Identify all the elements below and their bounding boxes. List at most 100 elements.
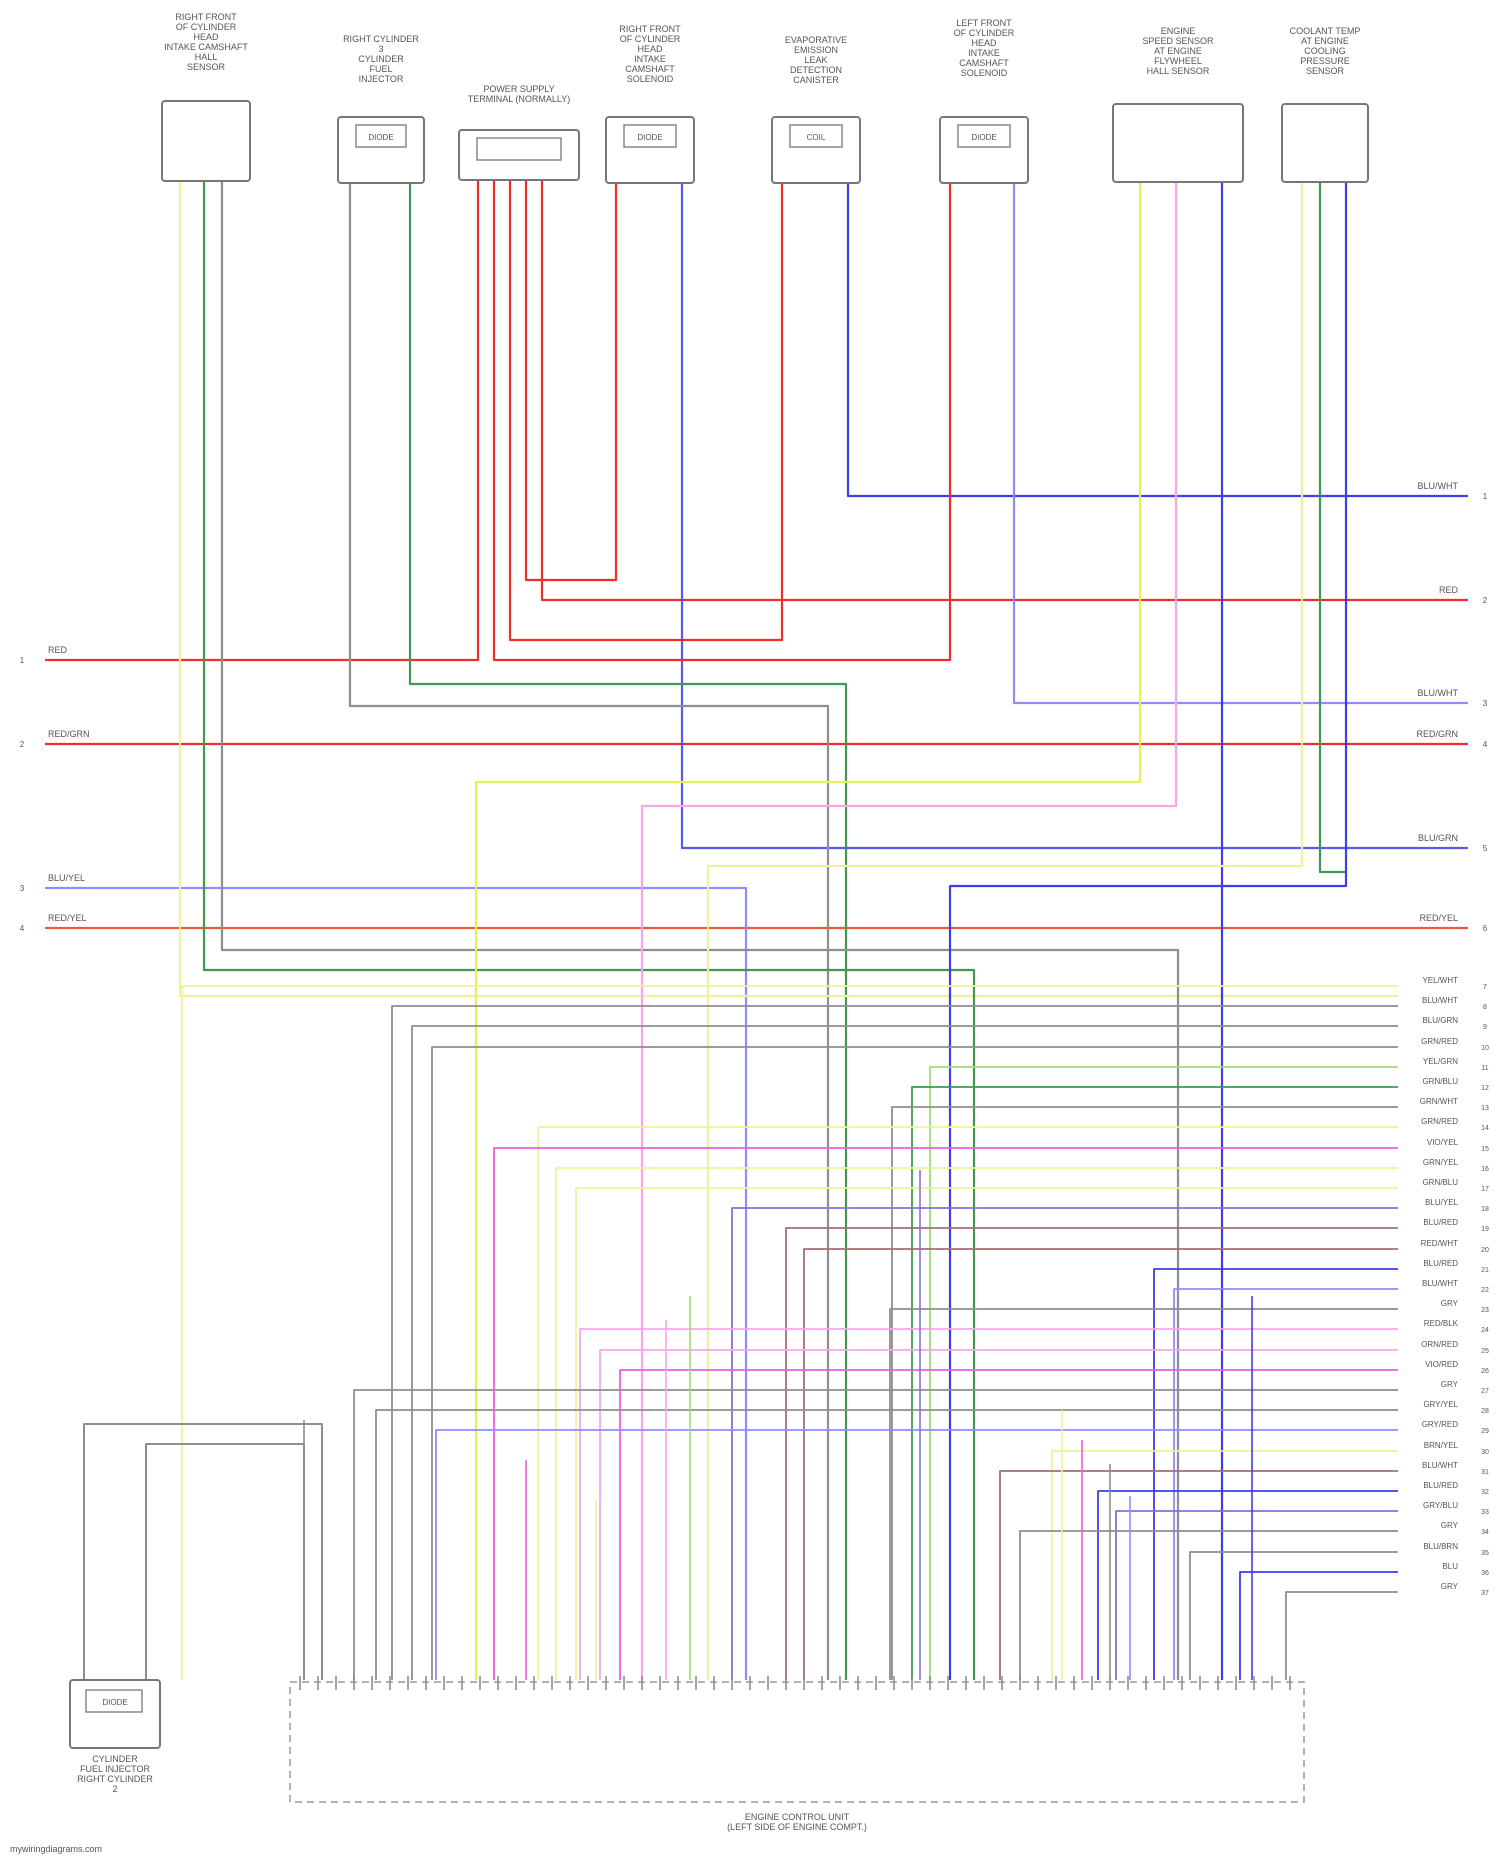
wire-bus-14 <box>538 1127 1398 1680</box>
component-7-box <box>1113 104 1243 182</box>
bus-num-25: 25 <box>1481 1348 1489 1355</box>
wire-bus-20 <box>804 1249 1398 1680</box>
right-wire-num-1: 1 <box>1483 492 1488 501</box>
right-wire-num-4: 4 <box>1483 740 1488 749</box>
bus-label-26: VIO/RED <box>1425 1360 1458 1369</box>
bus-num-17: 17 <box>1481 1186 1489 1193</box>
right-wire-label-6: RED/YEL <box>1419 913 1458 923</box>
bus-num-33: 33 <box>1481 1509 1489 1516</box>
bus-label-9: BLU/GRN <box>1422 1016 1458 1025</box>
bus-num-23: 23 <box>1481 1307 1489 1314</box>
left-wire-label-2: RED/GRN <box>48 729 90 739</box>
bus-num-31: 31 <box>1481 1469 1489 1476</box>
bus-num-19: 19 <box>1481 1226 1489 1233</box>
bus-label-12: GRN/BLU <box>1422 1077 1458 1086</box>
cylinder-injector-label: CYLINDERFUEL INJECTORRIGHT CYLINDER2 <box>77 1754 153 1794</box>
bus-label-25: ORN/RED <box>1421 1340 1458 1349</box>
right-wire-label-1: BLU/WHT <box>1418 481 1459 491</box>
bus-label-23: GRY <box>1441 1299 1459 1308</box>
bus-num-34: 34 <box>1481 1529 1489 1536</box>
bus-num-22: 22 <box>1481 1287 1489 1294</box>
bus-label-30: BRN/YEL <box>1424 1441 1459 1450</box>
wire-bus-36 <box>1240 1572 1398 1680</box>
bus-num-32: 32 <box>1481 1489 1489 1496</box>
wire-blu-grn-5 <box>682 178 1468 848</box>
bus-label-27: GRY <box>1441 1380 1459 1389</box>
bus-label-17: GRN/BLU <box>1422 1178 1458 1187</box>
bus-label-15: VIO/YEL <box>1427 1138 1459 1147</box>
bus-label-28: GRY/YEL <box>1423 1400 1458 1409</box>
wire-bus-25 <box>600 1350 1398 1680</box>
wire-bus-27 <box>354 1390 1398 1680</box>
wire-red-supply-4 <box>526 178 616 580</box>
ecm-label: ENGINE CONTROL UNIT(LEFT SIDE OF ENGINE … <box>727 1812 867 1832</box>
bus-num-18: 18 <box>1481 1206 1489 1213</box>
bus-label-37: GRY <box>1441 1582 1459 1591</box>
component-7-label: ENGINESPEED SENSORAT ENGINEFLYWHEELHALL … <box>1142 26 1214 76</box>
right-wire-num-5: 5 <box>1483 844 1488 853</box>
bus-label-35: BLU/BRN <box>1423 1542 1458 1551</box>
bus-num-11: 11 <box>1481 1065 1488 1072</box>
wire-bus-24 <box>580 1329 1398 1680</box>
bus-label-34: GRY <box>1441 1521 1459 1530</box>
wire-bus-13 <box>892 1107 1398 1680</box>
bus-num-30: 30 <box>1481 1449 1489 1456</box>
bus-label-18: BLU/YEL <box>1425 1198 1458 1207</box>
bus-label-10: GRN/RED <box>1421 1037 1458 1046</box>
bus-num-10: 10 <box>1481 1045 1489 1052</box>
component-3-connector <box>477 138 561 160</box>
component-2-connector-text: DIODE <box>368 133 393 142</box>
bus-label-14: GRN/RED <box>1421 1117 1458 1126</box>
right-wire-num-6: 6 <box>1483 924 1488 933</box>
wire-red-left-1 <box>45 178 478 660</box>
left-wire-num-4: 4 <box>20 924 25 933</box>
bus-label-36: BLU <box>1442 1562 1458 1571</box>
left-wire-num-2: 2 <box>20 740 25 749</box>
bus-num-15: 15 <box>1481 1146 1489 1153</box>
bus-num-16: 16 <box>1481 1166 1489 1173</box>
wire-bus-19 <box>786 1228 1398 1680</box>
wire-bus-31 <box>1000 1471 1398 1680</box>
wire-bus-30 <box>1052 1451 1398 1680</box>
bus-num-21: 21 <box>1481 1267 1489 1274</box>
wire-bus-26 <box>620 1370 1398 1680</box>
wire-grn-coolant-2 <box>1320 178 1346 872</box>
bus-num-12: 12 <box>1481 1085 1489 1092</box>
right-wire-label-5: BLU/GRN <box>1418 833 1458 843</box>
bus-label-19: BLU/RED <box>1423 1218 1458 1227</box>
bus-label-24: RED/BLK <box>1424 1319 1459 1328</box>
wire-injector-2-a <box>84 1424 322 1682</box>
wire-yel-hall-1 <box>180 178 1398 996</box>
wire-red-supply-3 <box>510 178 782 640</box>
bus-label-13: GRN/WHT <box>1420 1097 1458 1106</box>
left-wire-num-1: 1 <box>20 656 25 665</box>
bus-num-27: 27 <box>1481 1388 1489 1395</box>
bus-num-9: 9 <box>1483 1024 1487 1031</box>
right-wire-num-2: 2 <box>1483 596 1488 605</box>
wire-bus-17 <box>576 1188 1398 1680</box>
bus-label-16: GRN/YEL <box>1423 1158 1459 1167</box>
bus-label-7: YEL/WHT <box>1422 976 1458 985</box>
bus-label-33: GRY/BLU <box>1423 1501 1458 1510</box>
bus-num-35: 35 <box>1481 1550 1489 1557</box>
wire-bus-16 <box>556 1168 1398 1680</box>
bus-label-11: YEL/GRN <box>1423 1057 1458 1066</box>
component-4-connector-text: DIODE <box>637 133 662 142</box>
bus-num-7: 7 <box>1483 984 1487 991</box>
wire-bus-18 <box>732 1208 1398 1680</box>
bus-num-36: 36 <box>1481 1570 1489 1577</box>
bus-num-29: 29 <box>1481 1428 1489 1435</box>
bus-num-24: 24 <box>1481 1327 1489 1334</box>
wire-bus-23 <box>890 1309 1398 1680</box>
bus-label-20: RED/WHT <box>1421 1239 1458 1248</box>
wire-blu-wht-3 <box>1014 178 1468 703</box>
bus-label-22: BLU/WHT <box>1422 1279 1458 1288</box>
right-wire-label-3: BLU/WHT <box>1418 688 1459 698</box>
